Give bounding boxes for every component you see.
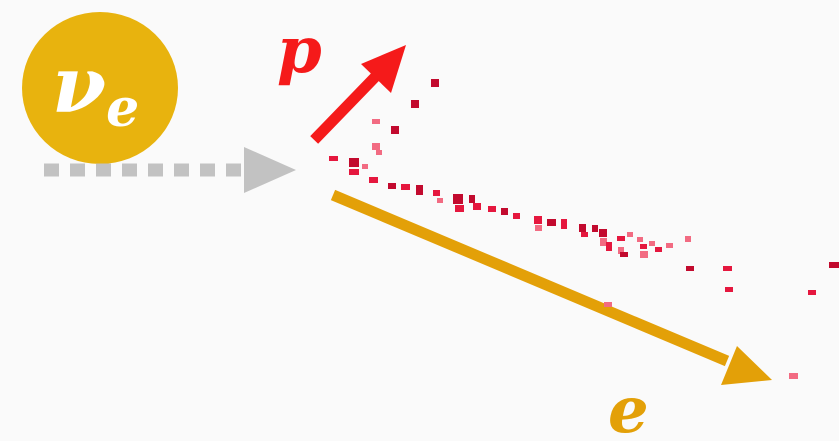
hit-pixel	[666, 243, 673, 248]
electron-arrow-shaft	[330, 189, 730, 367]
hit-pixel	[655, 247, 662, 252]
hit-pixel	[640, 251, 648, 258]
hit-pixel	[473, 203, 481, 210]
hit-pixel	[469, 195, 475, 203]
hit-pixel	[581, 232, 588, 237]
neutrino-circle	[22, 12, 178, 164]
hit-pixel	[606, 242, 612, 251]
neutrino-symbol-main: ν	[52, 40, 106, 131]
detector-hits	[329, 79, 839, 379]
hit-pixel	[362, 164, 368, 169]
hit-pixel	[534, 216, 542, 224]
hit-pixel	[411, 100, 419, 108]
hit-pixel	[401, 184, 410, 190]
hit-pixel	[376, 150, 382, 155]
hit-pixel	[501, 208, 508, 215]
hit-pixel	[592, 225, 598, 232]
hit-pixel	[618, 247, 624, 254]
neutrino-symbol-subscript: e	[106, 78, 139, 139]
hit-pixel	[431, 79, 439, 87]
hit-pixel	[416, 185, 423, 195]
hit-pixel	[617, 236, 625, 241]
proton-arrow-shaft	[310, 66, 386, 144]
hit-pixel	[372, 143, 380, 150]
hit-pixel	[561, 219, 567, 229]
incoming-arrow-head	[244, 147, 296, 193]
neutrino-symbol: νe	[52, 40, 139, 139]
electron-label: e	[608, 373, 649, 441]
hit-pixel	[600, 238, 607, 246]
proton-label: p	[277, 13, 322, 88]
hit-pixel	[388, 183, 396, 189]
hit-pixel	[789, 373, 798, 379]
hit-pixel	[391, 126, 399, 134]
hit-pixel	[369, 177, 378, 183]
hit-pixel	[433, 190, 440, 196]
hit-pixel	[685, 236, 691, 242]
hit-pixel	[723, 266, 732, 271]
hit-pixel	[829, 262, 839, 268]
hit-pixel	[640, 244, 647, 249]
proton-arrow	[310, 45, 406, 144]
electron-arrow-head	[721, 346, 772, 385]
hit-pixel	[808, 290, 816, 295]
hit-pixel	[513, 213, 520, 219]
hit-pixel	[437, 198, 443, 203]
hit-pixel	[455, 205, 464, 212]
neutrino-badge: νe	[22, 12, 178, 164]
hit-pixel	[620, 252, 628, 257]
hit-pixel	[453, 194, 463, 204]
incoming-neutrino-arrow	[44, 147, 296, 193]
hit-pixel	[372, 119, 380, 124]
hit-pixel	[649, 241, 655, 246]
hit-pixel	[535, 225, 542, 231]
hit-pixel	[686, 266, 694, 271]
hit-pixel	[349, 169, 359, 175]
hit-pixel	[329, 156, 338, 161]
hit-pixel	[488, 206, 496, 212]
hit-pixel	[579, 224, 586, 232]
hit-pixel	[349, 158, 359, 167]
electron-arrow	[330, 189, 772, 385]
hit-pixel	[604, 302, 612, 307]
hit-pixel	[547, 219, 556, 226]
proton-arrow-head	[361, 45, 406, 93]
hit-pixel	[599, 229, 607, 237]
hit-pixel	[637, 237, 643, 242]
hit-pixel	[627, 232, 633, 237]
hit-pixel	[725, 287, 733, 292]
